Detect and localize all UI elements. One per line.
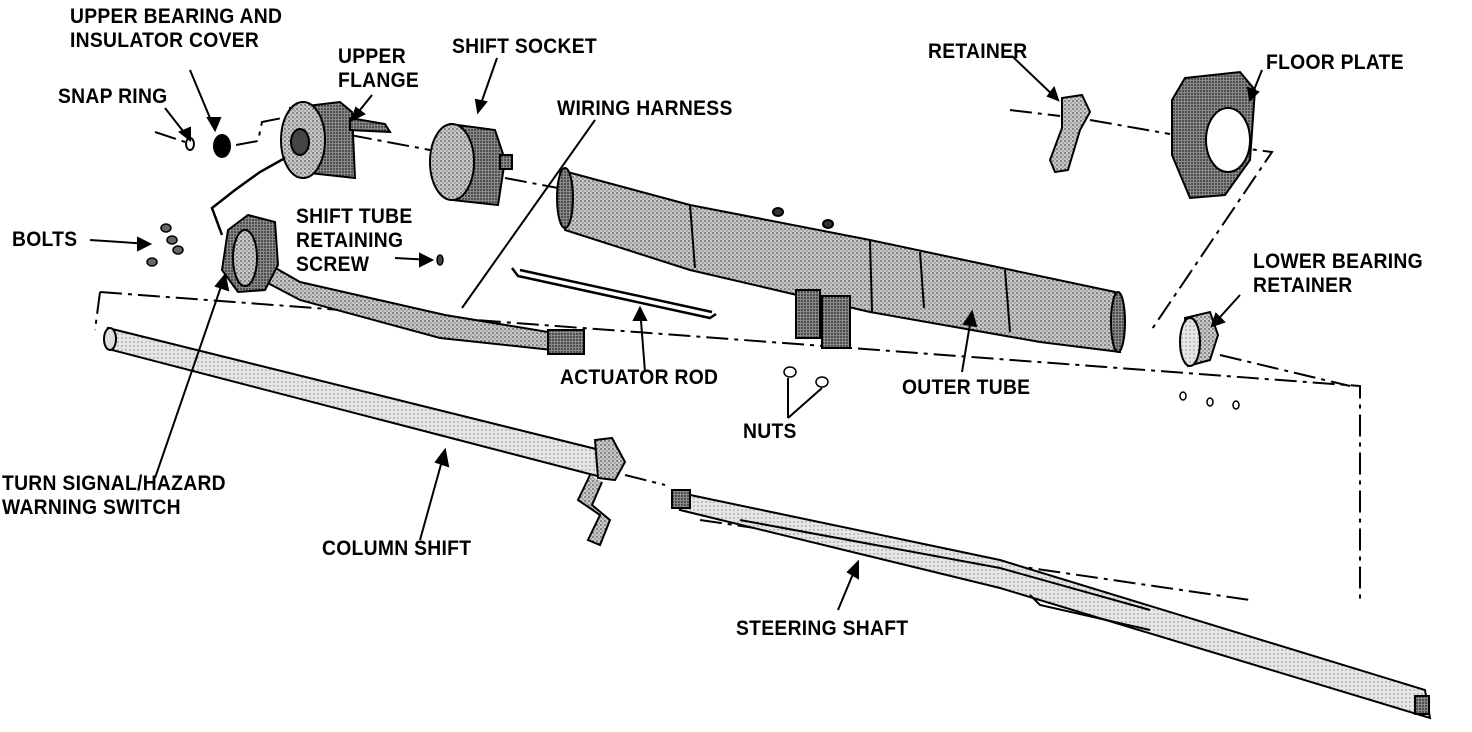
bolts-part bbox=[146, 223, 184, 267]
steering-shaft-part bbox=[671, 489, 1432, 720]
clip-blocks-part bbox=[795, 289, 851, 349]
label-retainer: RETAINER bbox=[928, 40, 1028, 63]
floor-plate-part bbox=[1171, 70, 1257, 200]
label-upper-flange: UPPER FLANGE bbox=[338, 45, 420, 92]
turn-signal-switch-part bbox=[210, 156, 286, 294]
assembly-centerlines bbox=[94, 109, 1361, 601]
label-outer-tube: OUTER TUBE bbox=[902, 376, 1031, 399]
label-lower-bearing-retainer: LOWER BEARING RETAINER bbox=[1253, 250, 1423, 297]
lower-bearing-retainer-part bbox=[1179, 310, 1220, 368]
label-bolts: BOLTS bbox=[12, 228, 78, 251]
wiring-harness-part bbox=[260, 260, 585, 355]
actuator-rod-part bbox=[511, 267, 717, 320]
retaining-screw-part bbox=[436, 254, 444, 266]
label-actuator-rod: ACTUATOR ROD bbox=[560, 366, 719, 389]
retainer-part bbox=[1048, 93, 1092, 174]
upper-flange-part bbox=[280, 100, 392, 180]
label-upper-bearing-insulator-cover: UPPER BEARING AND INSULATOR COVER bbox=[70, 5, 283, 52]
leader-lines bbox=[89, 55, 1263, 611]
label-floor-plate: FLOOR PLATE bbox=[1266, 51, 1404, 74]
label-steering-shaft: STEERING SHAFT bbox=[736, 617, 909, 640]
label-shift-tube-retaining-screw: SHIFT TUBE RETAINING SCREW bbox=[296, 205, 413, 276]
label-wiring-harness: WIRING HARNESS bbox=[557, 97, 733, 120]
label-turn-signal-hazard-warning-switch: TURN SIGNAL/HAZARD WARNING SWITCH bbox=[2, 472, 226, 519]
label-nuts: NUTS bbox=[743, 420, 797, 443]
nuts-part bbox=[783, 366, 829, 388]
outer-tube-part bbox=[556, 167, 1126, 354]
label-column-shift: COLUMN SHIFT bbox=[322, 537, 472, 560]
label-shift-socket: SHIFT SOCKET bbox=[452, 35, 598, 58]
small-nuts-part bbox=[1179, 391, 1240, 410]
upper-bearing-part bbox=[213, 134, 231, 158]
shift-socket-part bbox=[429, 122, 513, 207]
column-shift-part bbox=[103, 326, 627, 547]
label-snap-ring: SNAP RING bbox=[58, 85, 168, 108]
